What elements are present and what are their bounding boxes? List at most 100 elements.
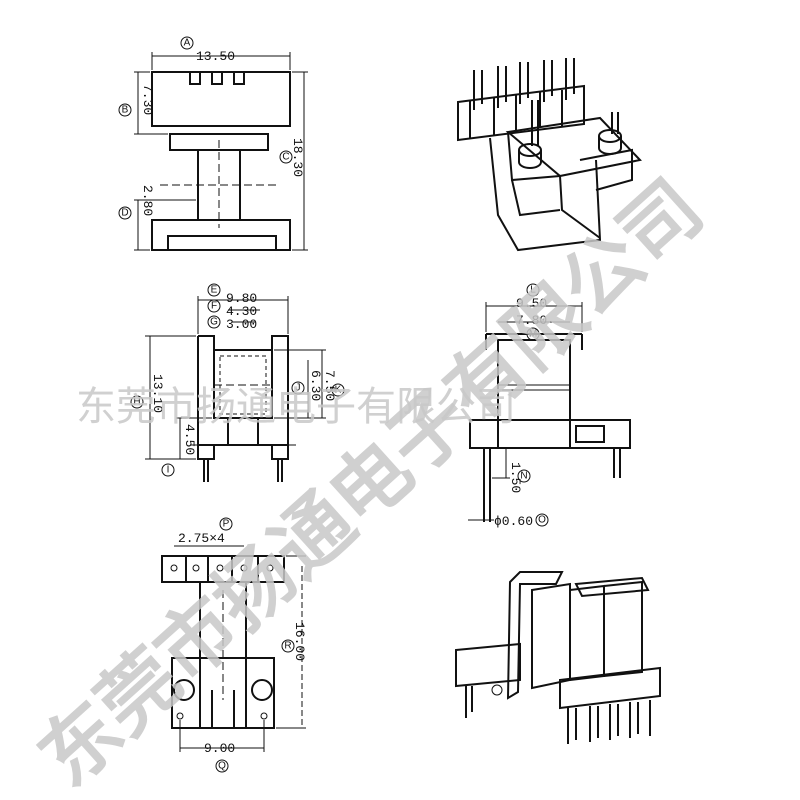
marker-g-label: G (210, 317, 218, 328)
winding-left (531, 582, 571, 690)
pin-foot-left (197, 444, 215, 460)
pin-hole (192, 564, 200, 572)
marker-f (207, 299, 221, 313)
top-cover (574, 576, 650, 598)
marker-a-label: A (184, 38, 191, 49)
marker-e-label: E (211, 285, 218, 296)
marker-n (517, 469, 531, 483)
dim-c-value: 18.30 (290, 138, 305, 177)
marker-b-label: B (122, 105, 129, 116)
boss-left-body (518, 150, 542, 169)
pins-bottom (567, 700, 651, 744)
base-step (167, 235, 277, 250)
marker-k-label: K (335, 385, 342, 396)
mount-hole-right (251, 679, 273, 701)
top-cap (485, 333, 583, 350)
top-left-view: A 13.50 B 7.30 D 2.80 C 18.30 (118, 36, 308, 251)
front-edge (559, 175, 601, 239)
dim-h-value: 13.10 (150, 374, 165, 413)
marker-f-label: F (211, 301, 217, 312)
marker-o (535, 513, 549, 527)
dim-p-value: 2.75×4 (178, 531, 225, 546)
dim-b-value: 7.30 (140, 84, 155, 115)
marker-r (281, 639, 295, 653)
pins-top (473, 58, 575, 110)
side-pin-1 (531, 100, 539, 146)
pin-foot-right (271, 444, 289, 460)
small-hole-right (260, 712, 268, 720)
marker-r-label: R (284, 641, 291, 652)
pins-mid (203, 459, 283, 482)
dim-d-value: 2.80 (140, 185, 155, 216)
marker-h-label: H (133, 397, 140, 408)
pin-hole (216, 564, 224, 572)
dim-r-value: 16.00 (292, 622, 307, 661)
mid-left-view: E F G 9.80 4.30 3.00 H 13.10 I 4.50 J K … (130, 283, 345, 482)
lead-pin-back (465, 686, 473, 718)
mount-hole-left (173, 679, 195, 701)
isometric-view-top (457, 58, 642, 252)
marker-p (219, 517, 233, 531)
bottom-left-view: 2.75×4 P R 16.00 9.00 Q (161, 517, 307, 773)
marker-b (118, 103, 132, 117)
marker-a (180, 36, 194, 50)
marker-j-label: J (296, 383, 301, 394)
base-slots (199, 658, 247, 728)
dim-a-value: 13.50 (196, 49, 235, 64)
watermark-horizontal: 东莞市扬通电子有限公司 (76, 384, 516, 430)
isometric-view-bottom (455, 571, 661, 744)
marker-l (526, 283, 540, 297)
pin-dividers (185, 556, 259, 582)
back-wall (457, 84, 585, 142)
dim-e-value: 9.80 (226, 291, 257, 306)
body-outline (489, 137, 602, 252)
marker-i (161, 463, 175, 477)
mid-right-view: L M 9.50 7.80 N 1.50 ϕ0.60 O (468, 283, 631, 529)
dim-g-value: 3.00 (226, 317, 257, 332)
small-hole-left (176, 712, 184, 720)
marker-d (118, 206, 132, 220)
winding-mid (569, 584, 605, 681)
flange-notches (189, 72, 245, 85)
dim-n-value: 1.50 (508, 462, 523, 493)
winding-right (603, 580, 643, 677)
marker-p-label: P (223, 519, 230, 530)
pin-hole (240, 564, 248, 572)
boss-bottom (491, 684, 503, 696)
back-wall-slots (469, 90, 563, 138)
marker-d-label: D (121, 208, 128, 219)
marker-l-label: L (530, 285, 536, 296)
pin-hole (170, 564, 178, 572)
base-left (455, 642, 521, 688)
marker-o-label: O (538, 515, 546, 526)
marker-g (207, 315, 221, 329)
marker-k (331, 383, 345, 397)
pin-hole (266, 564, 274, 572)
top-platform (505, 116, 642, 178)
base-front (559, 666, 661, 710)
dim-j-value: 6.30 (308, 370, 323, 401)
base-block (469, 419, 631, 449)
marker-q (215, 759, 229, 773)
marker-m-label: M (529, 329, 537, 340)
dim-q-value: 9.00 (204, 741, 235, 756)
dim-i-value: 4.50 (182, 424, 197, 455)
base-body (171, 657, 275, 729)
marker-i-label: I (167, 465, 170, 476)
marker-e (207, 283, 221, 297)
right-block (579, 148, 633, 191)
watermark-diagonal: 东莞市扬通电子有限公司 (22, 163, 720, 800)
boss-right-body (598, 136, 622, 155)
marker-q-label: Q (218, 761, 226, 772)
base-tab (575, 425, 605, 443)
lower-left-face (511, 179, 561, 217)
left-flange (506, 571, 564, 700)
dim-m-value: 7.80 (516, 313, 547, 328)
marker-n-label: N (520, 471, 527, 482)
base-dividers (497, 420, 571, 448)
lead-pin-left (483, 448, 491, 522)
marker-c (279, 150, 293, 164)
dim-o-value: ϕ0.60 (494, 514, 533, 529)
dim-k-value: 7.50 (322, 370, 337, 401)
